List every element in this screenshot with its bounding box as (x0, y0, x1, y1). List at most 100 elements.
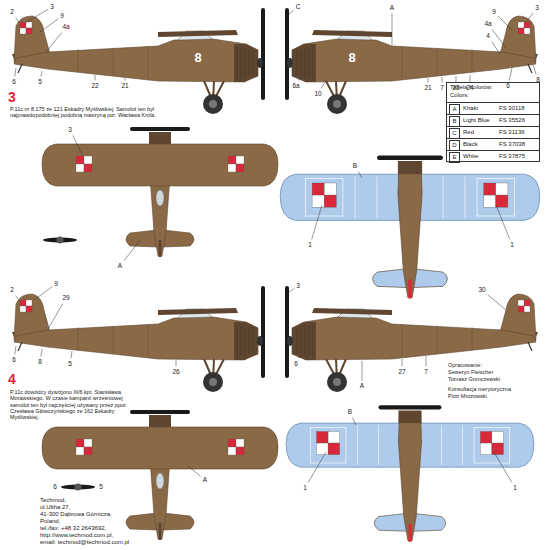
checker-square (312, 183, 324, 195)
callout-number: 30 (478, 286, 485, 293)
callout-number: B (348, 408, 352, 415)
variant-number: 3 (8, 90, 16, 105)
leader-line (289, 289, 294, 292)
leader-line (353, 418, 356, 425)
callout-number: 3 (50, 3, 54, 10)
callout-number: 4a (484, 20, 491, 27)
cowl-ring (297, 51, 298, 75)
checker-square (20, 306, 26, 312)
checker-square (518, 300, 524, 306)
callout-number: 8 (38, 358, 42, 365)
wing (42, 144, 278, 186)
checker-square (328, 443, 340, 455)
leader-line (124, 240, 140, 261)
checker-square (236, 164, 244, 172)
colour-row: CRedFS 31136 (447, 126, 539, 138)
callout-number: 2 (10, 286, 14, 293)
checker-square (26, 28, 32, 34)
panel-line (441, 425, 442, 465)
panel-line (378, 425, 379, 465)
leader-line (496, 205, 510, 239)
fuselage (14, 39, 258, 82)
checker-square (484, 183, 496, 195)
wheel-hub (333, 378, 341, 386)
propeller (261, 286, 265, 378)
checker-square (76, 447, 84, 455)
rudder (408, 524, 411, 542)
leader-line (15, 346, 16, 354)
spinner (287, 336, 293, 346)
cowl-ring (309, 48, 310, 78)
caption-text: P.11c nr 8.175 ze 121 Eskadry Myśliwskie… (10, 106, 195, 119)
engine-cowling (149, 415, 171, 427)
credit-text: Konsultacja merytoryczna (448, 386, 511, 392)
callout-number: 1 (308, 241, 312, 248)
marking-panel (477, 179, 514, 216)
fs-code: FS 31136 (499, 129, 525, 136)
cowl-ring (249, 328, 250, 354)
leader-line (289, 10, 294, 14)
leader-line (299, 356, 300, 358)
panel-line (437, 48, 438, 76)
checker-square (20, 28, 26, 34)
checker-square (317, 432, 329, 444)
wing-edge (312, 30, 392, 37)
leader-line (40, 19, 58, 32)
wheel-hub (209, 378, 217, 386)
colour-table: Tabela Kolorów:Colors:AKhakiFS 30118BLig… (446, 82, 540, 162)
tail-skid (528, 342, 532, 351)
marking-panel (474, 427, 510, 463)
table-heading: Colors: (447, 91, 539, 99)
engine-cowling (292, 322, 316, 360)
checker-square (76, 439, 84, 447)
panel-line (113, 326, 114, 354)
leader-line (312, 205, 322, 239)
spinner (257, 336, 263, 346)
rudder (408, 280, 411, 299)
engine-cowling (292, 44, 316, 82)
checker-square (518, 22, 524, 28)
address-text: tel./fax: +48 32 2643692, (40, 525, 106, 532)
callout-number: 6 (506, 82, 510, 89)
colour-row: DBlackFS 37038 (447, 138, 539, 150)
leader-line (176, 360, 177, 366)
checker-square (524, 22, 530, 28)
wheel (203, 372, 223, 392)
callout-number: 21 (424, 84, 431, 91)
callout-number: 7 (424, 368, 428, 375)
callout-number: A (390, 4, 394, 11)
cowl-ring (301, 50, 302, 76)
checker-square (20, 22, 26, 28)
leader-line (321, 80, 326, 88)
checker-square (496, 195, 508, 207)
panel-line (377, 176, 378, 218)
leader-line (492, 42, 500, 54)
address-text: 41-300 Dąbrowa Górnicza, (40, 511, 112, 518)
callout-number: 9 (54, 280, 58, 287)
checker-square (524, 306, 530, 312)
leader-line (526, 13, 533, 22)
panel-line (472, 49, 473, 72)
fuselage (292, 39, 536, 82)
credit-text: Seweryn Fleischer (448, 369, 493, 375)
fuselage-number: 8 (194, 51, 201, 65)
fuselage (398, 163, 422, 297)
credit-text: Opracowanie: (448, 362, 482, 368)
checker-square (228, 447, 236, 455)
address-text: Poland, (40, 518, 60, 525)
credit-text: Tomasz Gronczewski (448, 376, 500, 382)
checker-square (324, 195, 336, 207)
panel-line (462, 425, 463, 465)
wheel-hub (333, 100, 341, 108)
fs-code: FS 35526 (499, 117, 525, 124)
checker-square (26, 306, 32, 312)
leader-line (509, 68, 512, 80)
callout-number: 2 (10, 8, 14, 15)
marking-panel (306, 179, 343, 216)
aircraft-profile (12, 8, 265, 114)
checker-square (524, 300, 530, 306)
callout-number: 6a (292, 82, 299, 89)
callout-number: 8 (536, 76, 540, 83)
callout-number: 5 (38, 78, 42, 85)
leader-line (392, 14, 393, 45)
